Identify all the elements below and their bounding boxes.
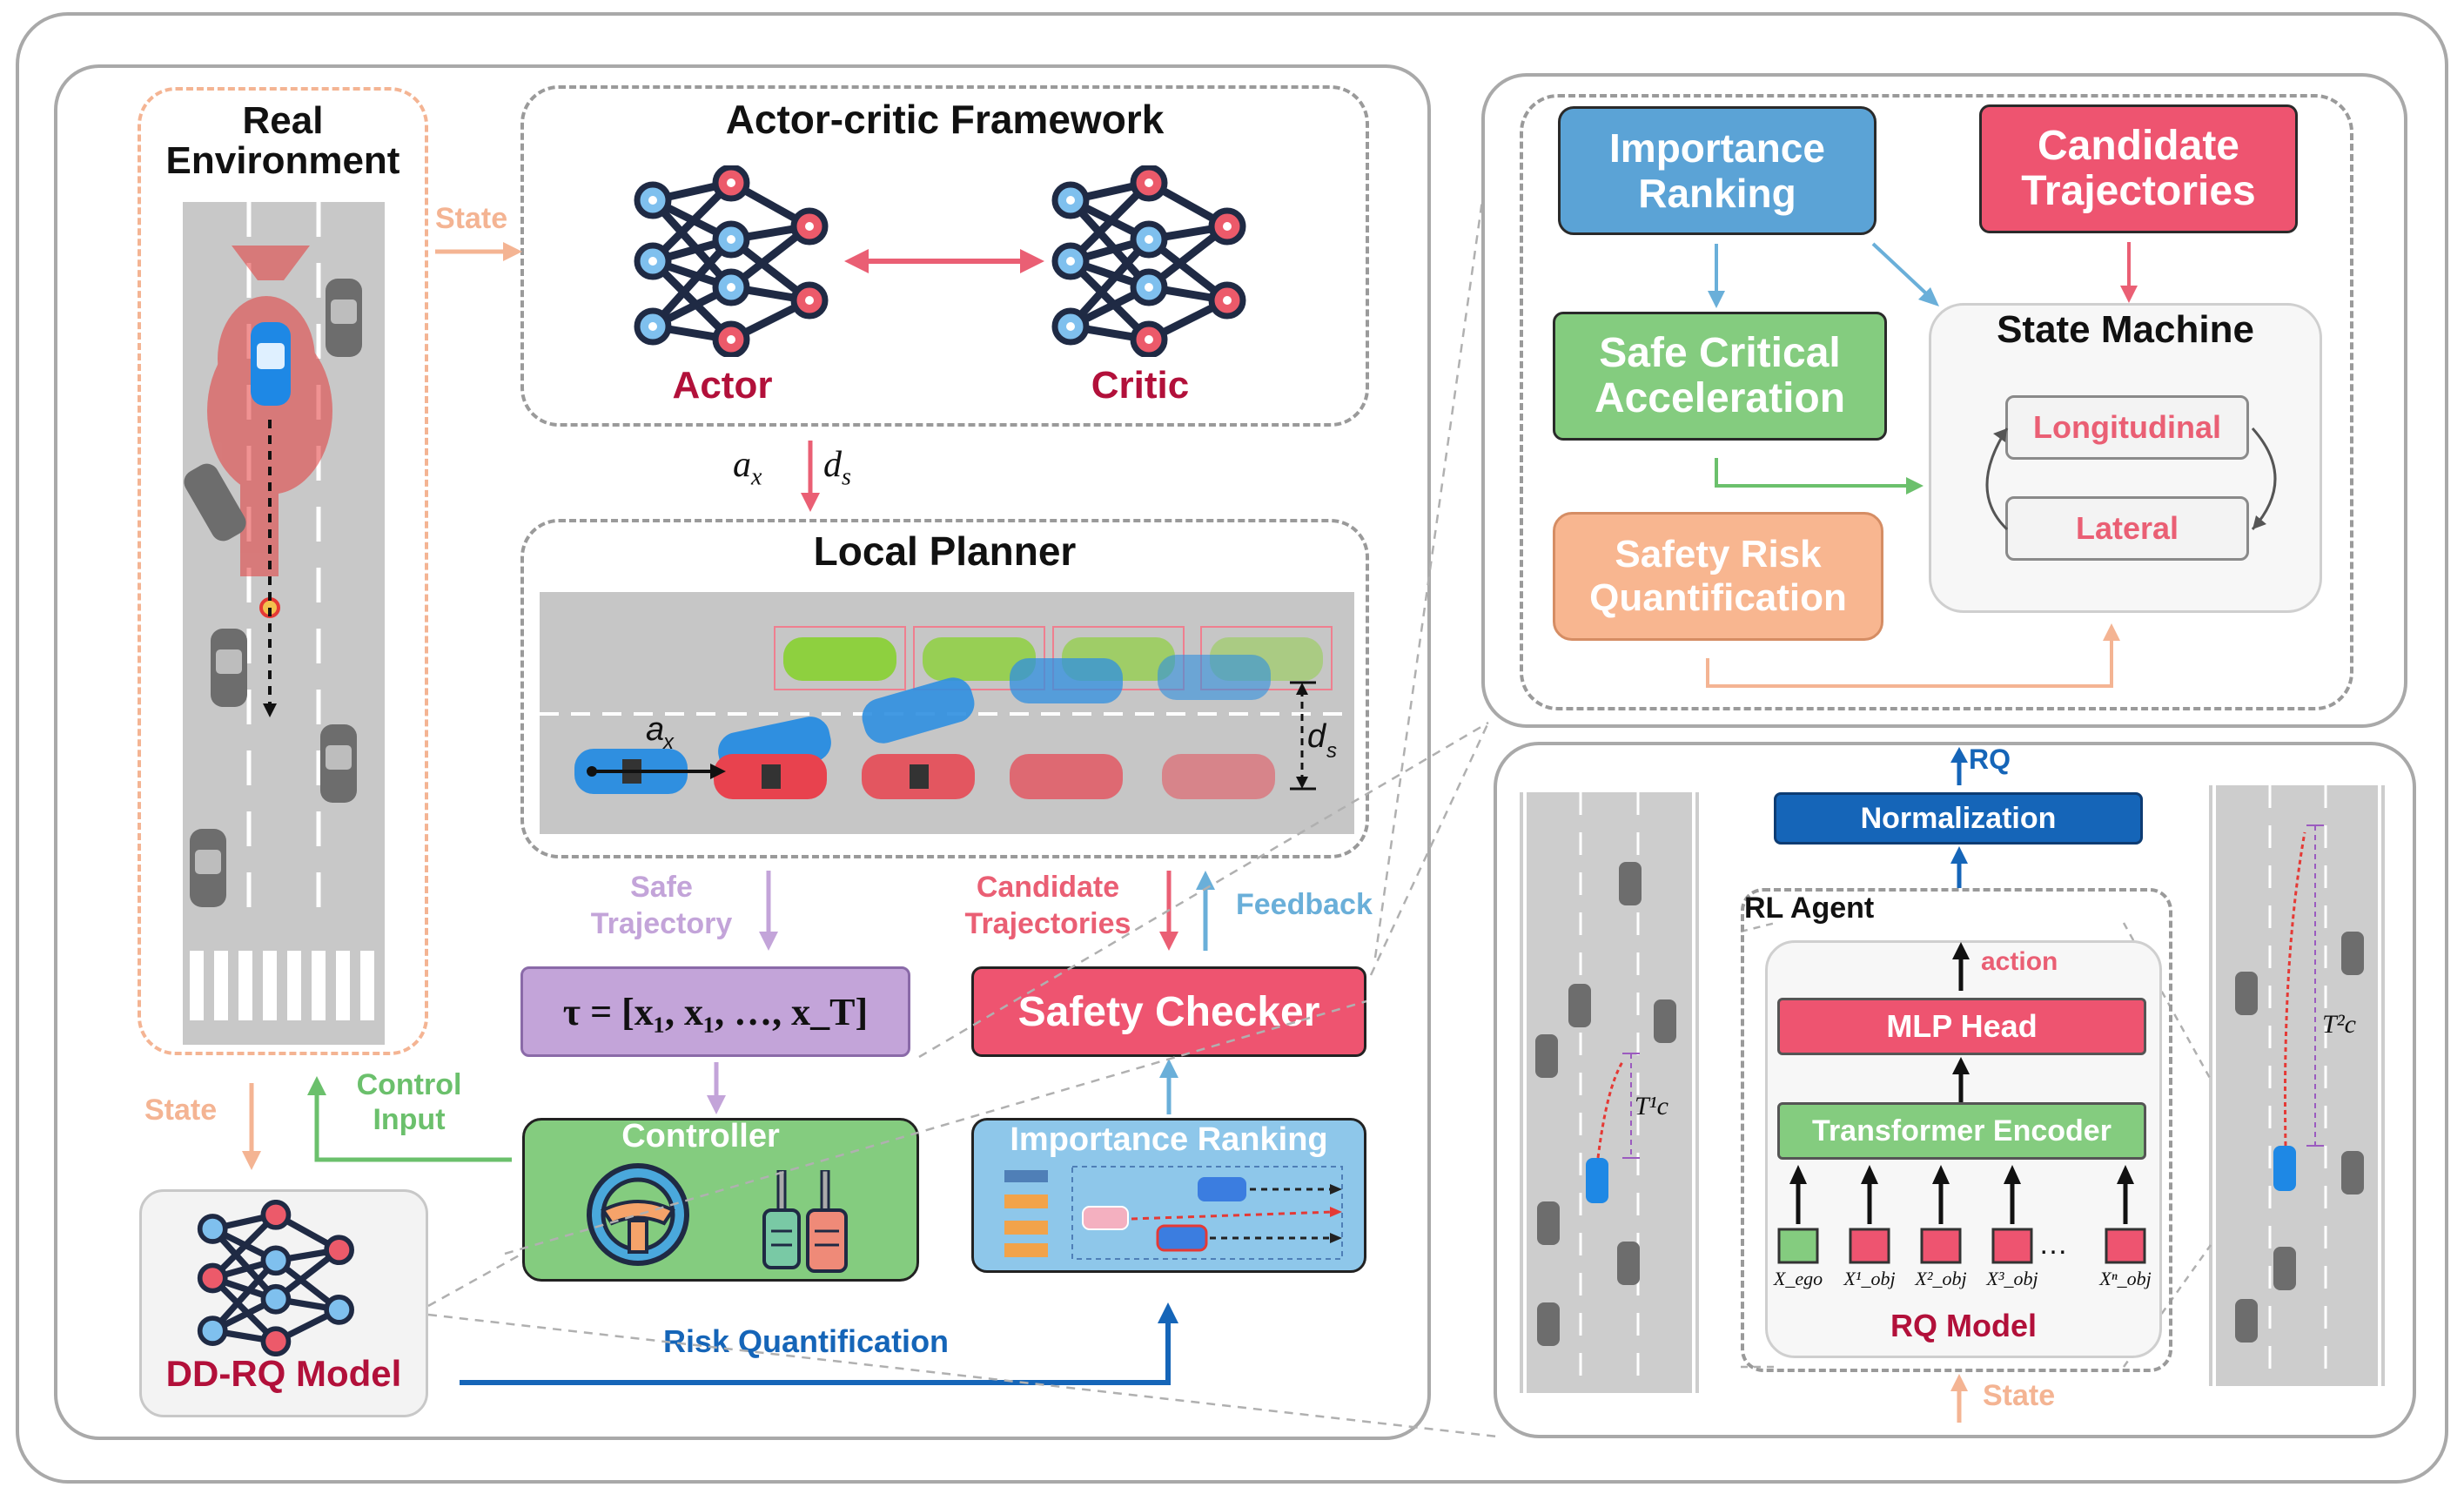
importance-ranking-illustration	[1004, 1166, 1343, 1260]
control-input-label: Control Input	[356, 1068, 462, 1136]
controller-box	[522, 1118, 919, 1282]
actor-critic-box	[520, 85, 1369, 427]
rq-right-road-scene	[2209, 785, 2385, 1386]
token-label-obj3: X³_obj	[1986, 1268, 2038, 1289]
risk-quantification-label: Risk Quantification	[663, 1323, 950, 1359]
transformer-encoder-label: Transformer Encoder	[1812, 1114, 2112, 1147]
state-machine-dashed-box	[1520, 94, 2353, 710]
ax-label: ax	[733, 444, 762, 491]
safe-trajectory-arrow	[759, 871, 778, 951]
actor-critic-bidirectional-arrow	[844, 249, 1044, 273]
token-inputs	[1777, 1165, 2146, 1264]
longitudinal-state: Longitudinal	[2005, 395, 2249, 460]
control-input-arrow	[307, 1076, 512, 1162]
ds-label: ds	[823, 444, 851, 491]
candidate-trajectories-box-label: Candidate Trajectories	[2021, 123, 2256, 214]
mlp-head-box: MLP Head	[1777, 998, 2146, 1055]
token-label-obj2: X²_obj	[1915, 1268, 1967, 1289]
safety-checker-label: Safety Checker	[1017, 988, 1320, 1035]
action-label: action	[1981, 947, 2058, 976]
svg-text:d: d	[1307, 718, 1327, 755]
token-ellipsis: …	[2038, 1228, 2068, 1261]
state-into-rl-arrow	[1950, 1374, 1968, 1423]
rq-output-arrow	[1950, 747, 1968, 785]
encoder-to-mlp-arrow	[1952, 1057, 1970, 1102]
importance-ranking-label: Importance Ranking	[1609, 125, 1825, 216]
real-environment-box	[138, 87, 428, 1055]
token-label-obj1: X¹_obj	[1843, 1268, 1896, 1289]
importance-to-safety-arrow	[1159, 1059, 1178, 1114]
critic-label: Critic	[1091, 364, 1190, 407]
mlp-head-label: MLP Head	[1886, 1008, 2038, 1044]
ds-subscript: s	[842, 463, 851, 491]
ax-letter: a	[733, 445, 751, 485]
safe-critical-acceleration-box: Safe Critical Acceleration	[1553, 312, 1887, 441]
importance-ranking-box: Importance Ranking	[1558, 106, 1877, 235]
svg-text:s: s	[1326, 739, 1337, 763]
state-into-rl-label: State	[1983, 1379, 2056, 1412]
safe-trajectory-label: Safe Trajectory	[590, 871, 733, 940]
lateral-state: Lateral	[2005, 496, 2249, 561]
mlp-to-action-arrow	[1952, 942, 1970, 991]
candidate-trajectories-arrow	[1159, 871, 1178, 951]
dd-rq-model-label: DD-RQ Model	[165, 1353, 402, 1394]
transformer-encoder-box: Transformer Encoder	[1777, 1102, 2146, 1160]
real-environment-title: Real Environment	[165, 99, 400, 182]
state-label-top: State	[435, 202, 508, 235]
actor-label: Actor	[672, 364, 773, 407]
real-environment-scene	[184, 202, 374, 1020]
controller-label: Controller	[621, 1118, 780, 1154]
pedals-icon	[762, 1170, 848, 1273]
formula-to-controller-arrow	[707, 1062, 726, 1114]
local-planner-title: Local Planner	[813, 528, 1077, 574]
svg-text:x: x	[662, 730, 675, 754]
longitudinal-label: Longitudinal	[2033, 409, 2221, 445]
token-label-objn: Xⁿ_obj	[2099, 1268, 2152, 1289]
state-arrow-top	[435, 242, 522, 261]
rq-model-label: RQ Model	[1890, 1308, 2037, 1343]
state-arrow-bottom	[242, 1083, 261, 1170]
candidate-trajectories-label: Candidate Trajectories	[964, 871, 1131, 940]
critic-network-icon	[1051, 165, 1246, 357]
rq-left-road-scene	[1520, 792, 1699, 1393]
safety-checker-box: Safety Checker	[971, 966, 1366, 1057]
normalization-label: Normalization	[1860, 801, 2057, 835]
svg-text:a: a	[646, 711, 664, 748]
importance-ranking-label-left: Importance Ranking	[1010, 1121, 1328, 1158]
normalization-box: Normalization	[1774, 792, 2143, 845]
trajectory-formula: τ = [x₁, x₁, …, x_T]	[562, 990, 869, 1033]
tc2-label: T²c	[2322, 1010, 2356, 1039]
dd-rq-network-icon	[197, 1200, 354, 1356]
safety-risk-quantification-box: Safety Risk Quantification	[1553, 512, 1883, 641]
state-machine-title: State Machine	[1997, 308, 2254, 351]
steering-wheel-icon	[587, 1163, 689, 1266]
token-label-ego: X_ego	[1773, 1268, 1823, 1289]
candidate-trajectories-box: Candidate Trajectories	[1979, 104, 2298, 233]
safe-critical-acceleration-label: Safe Critical Acceleration	[1594, 330, 1846, 421]
local-planner-box	[520, 519, 1369, 858]
rq-output-label: RQ	[1969, 744, 2011, 775]
safety-risk-quantification-label: Safety Risk Quantification	[1589, 533, 1847, 619]
rl-agent-box	[1741, 888, 2172, 1372]
ax-ds-arrow	[801, 441, 820, 512]
trajectory-formula-box: τ = [x₁, x₁, …, x_T]	[520, 966, 910, 1057]
actor-critic-title: Actor-critic Framework	[725, 97, 1165, 142]
actor-network-icon	[634, 165, 829, 357]
state-label-bottom: State	[144, 1094, 218, 1127]
tc1-label: T¹c	[1635, 1092, 1668, 1120]
feedback-label: Feedback	[1236, 888, 1373, 921]
rl-agent-label: RL Agent	[1744, 892, 1875, 925]
local-planner-scene: a x d s	[540, 592, 1354, 834]
ax-subscript: x	[751, 463, 762, 491]
top-right-arrows	[1706, 242, 2138, 688]
feedback-arrow	[1196, 871, 1215, 951]
ds-letter: d	[823, 445, 842, 485]
risk-quantification-arrow	[460, 1302, 1178, 1385]
lateral-label: Lateral	[2075, 510, 2179, 546]
agent-to-normalization-arrow	[1950, 846, 1968, 888]
state-transition-arrows	[1985, 427, 2277, 531]
